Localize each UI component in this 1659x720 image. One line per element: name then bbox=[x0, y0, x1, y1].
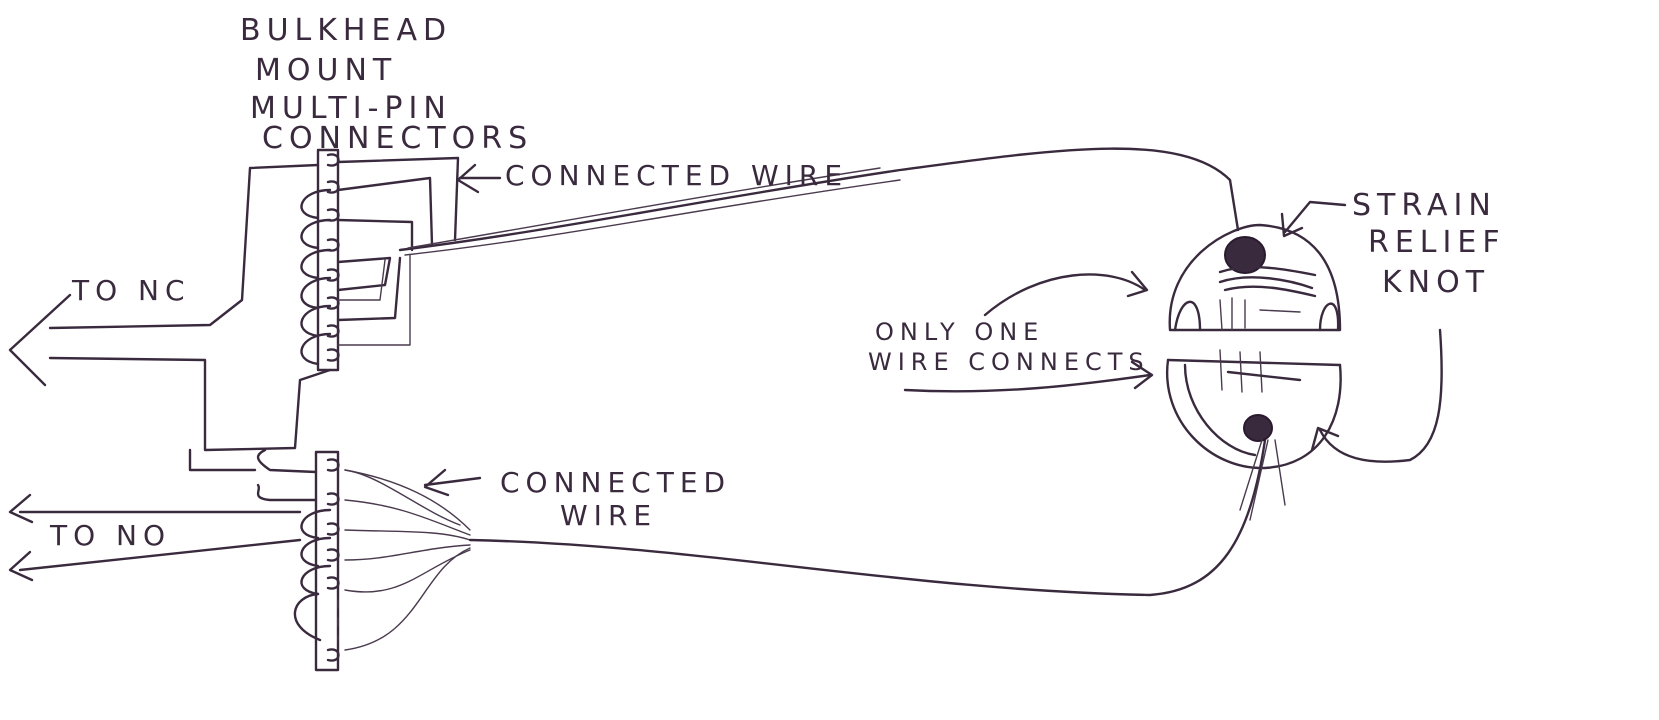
to-no-arrows bbox=[8, 493, 34, 582]
top-connector-pointer bbox=[456, 163, 502, 194]
lower-cap-top bbox=[1166, 358, 1342, 367]
label-connected-wire-top: CONNECTED WIRE bbox=[505, 159, 848, 192]
label-bulkhead: BULKHEAD bbox=[240, 13, 452, 48]
to-no-wire-lower bbox=[18, 538, 302, 572]
to-nc-arrow bbox=[8, 293, 72, 387]
upper-cap bbox=[1168, 223, 1342, 332]
label-to-nc: TO NC bbox=[71, 274, 191, 307]
bottom-connector-pointer bbox=[423, 468, 482, 497]
bottom-connector-fan bbox=[344, 469, 471, 651]
label-wire-connects: WIRE CONNECTS bbox=[868, 348, 1150, 376]
top-connected-wire bbox=[398, 147, 1240, 252]
lower-cap bbox=[1165, 358, 1342, 470]
top-connector-coil bbox=[300, 188, 332, 366]
label-strain: STRAIN bbox=[1352, 188, 1497, 223]
bottom-connector bbox=[18, 448, 471, 672]
top-connector-loops bbox=[336, 156, 460, 346]
bottom-connector-pins bbox=[326, 458, 340, 662]
labels: BULKHEAD MOUNT MULTI-PIN CONNECTORS CONN… bbox=[49, 13, 1506, 552]
bottom-connected-wire bbox=[468, 438, 1267, 597]
only-one-arrows bbox=[903, 270, 1154, 393]
top-connector bbox=[48, 148, 460, 452]
label-connected-bottom: CONNECTED bbox=[500, 466, 731, 499]
label-to-no: TO NO bbox=[49, 519, 171, 552]
label-relief: RELIEF bbox=[1368, 225, 1506, 260]
label-mount: MOUNT bbox=[255, 53, 397, 88]
to-nc-wire-lower bbox=[48, 356, 332, 452]
label-only-one: ONLY ONE bbox=[875, 318, 1044, 346]
label-multi-pin: MULTI-PIN bbox=[250, 91, 452, 126]
cable-end-device bbox=[1165, 223, 1342, 521]
lower-knot bbox=[1243, 414, 1273, 442]
bottom-connector-coil bbox=[293, 508, 332, 642]
strain-relief-pointers bbox=[1280, 200, 1443, 463]
to-nc-wire-upper bbox=[48, 163, 320, 330]
label-knot: KNOT bbox=[1382, 265, 1490, 300]
label-wire-bottom: WIRE bbox=[560, 499, 657, 532]
bottom-connector-body bbox=[314, 450, 340, 672]
label-connectors: CONNECTORS bbox=[262, 121, 533, 156]
upper-knot bbox=[1218, 236, 1317, 298]
